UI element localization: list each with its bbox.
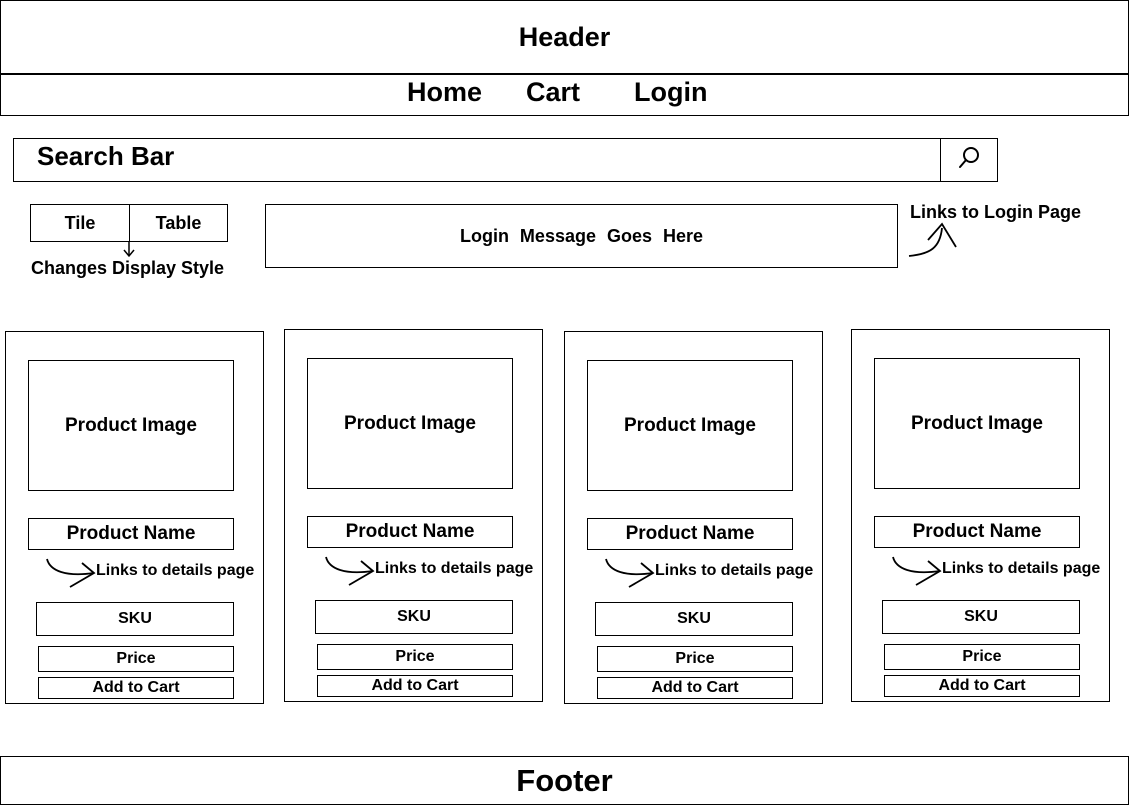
login-message-box[interactable]: Login Message Goes Here — [265, 204, 898, 268]
details-link-note: Links to details page — [323, 555, 543, 589]
login-link-note: Links to Login Page — [910, 202, 1082, 222]
details-arrow-icon — [605, 558, 655, 588]
product-sku: SKU — [36, 602, 234, 636]
product-card: Product Image Product Name Links to deta… — [284, 329, 543, 702]
product-price: Price — [884, 644, 1080, 670]
product-name-link[interactable]: Product Name — [28, 518, 234, 550]
details-arrow-icon — [892, 556, 942, 586]
page-footer: Footer — [0, 756, 1129, 805]
product-sku: SKU — [882, 600, 1080, 634]
search-icon — [954, 143, 984, 178]
toggle-arrow-icon — [123, 242, 135, 258]
product-name-link[interactable]: Product Name — [587, 518, 793, 550]
page-header: Header — [0, 0, 1129, 76]
nav-login-link[interactable]: Login — [634, 77, 708, 107]
login-message-text: Login Message Goes Here — [459, 225, 704, 246]
product-card: Product Image Product Name Links to deta… — [5, 331, 264, 704]
product-price: Price — [38, 646, 234, 672]
tile-view-button[interactable]: Tile — [30, 204, 130, 242]
add-to-cart-button[interactable]: Add to Cart — [38, 677, 234, 699]
nav-home-link[interactable]: Home — [407, 77, 483, 107]
add-to-cart-button[interactable]: Add to Cart — [597, 677, 793, 699]
details-link-note: Links to details page — [890, 555, 1110, 589]
details-link-note: Links to details page — [603, 557, 823, 591]
add-to-cart-button[interactable]: Add to Cart — [884, 675, 1080, 697]
details-link-note: Links to details page — [44, 557, 264, 591]
search-input[interactable]: Search Bar — [13, 138, 942, 182]
product-card: Product Image Product Name Links to deta… — [851, 329, 1110, 702]
details-arrow-icon — [46, 558, 96, 588]
product-image: Product Image — [28, 360, 234, 491]
product-card: Product Image Product Name Links to deta… — [564, 331, 823, 704]
product-price: Price — [597, 646, 793, 672]
details-arrow-icon — [325, 556, 375, 586]
product-image: Product Image — [874, 358, 1080, 489]
product-name-link[interactable]: Product Name — [874, 516, 1080, 548]
product-image: Product Image — [587, 360, 793, 491]
nav-cart-link[interactable]: Cart — [526, 77, 581, 107]
nav-bar — [0, 75, 1129, 116]
header-title: Header — [518, 21, 611, 52]
table-view-button[interactable]: Table — [129, 204, 228, 242]
login-arrow-icon — [908, 222, 957, 257]
search-label: Search Bar — [37, 141, 175, 171]
product-sku: SKU — [595, 602, 793, 636]
footer-title: Footer — [516, 762, 613, 798]
product-name-link[interactable]: Product Name — [307, 516, 513, 548]
tile-label: Tile — [64, 212, 96, 233]
product-image: Product Image — [307, 358, 513, 489]
add-to-cart-button[interactable]: Add to Cart — [317, 675, 513, 697]
product-sku: SKU — [315, 600, 513, 634]
search-button[interactable] — [940, 138, 998, 182]
product-price: Price — [317, 644, 513, 670]
display-style-note: Changes Display Style — [31, 258, 225, 278]
table-label: Table — [155, 212, 202, 233]
